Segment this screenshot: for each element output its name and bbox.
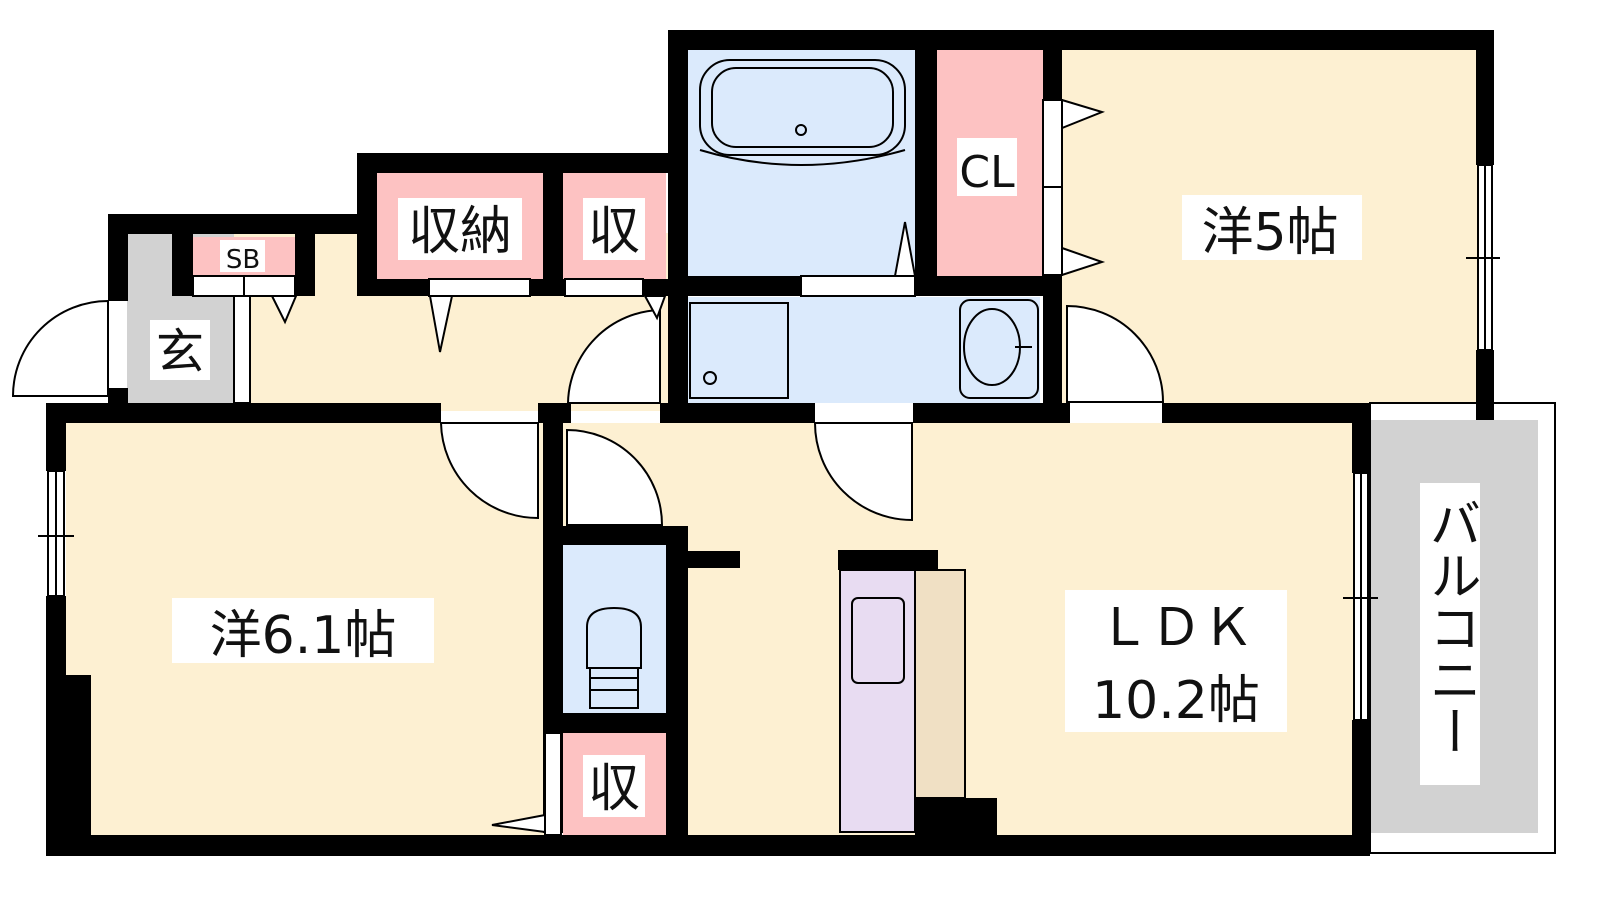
kitchen-shelf	[914, 569, 966, 799]
doors	[11, 299, 1165, 526]
walls	[46, 30, 1494, 856]
closet-doors	[192, 98, 1106, 836]
bathtub-icon	[699, 59, 906, 166]
washroom-floor	[688, 297, 1040, 403]
entrance-label: 玄	[156, 324, 204, 380]
shoe-box-label: SB	[226, 245, 260, 275]
closet-label: CL	[959, 147, 1015, 198]
balcony-label: バルコニー	[1420, 497, 1480, 757]
storage-large-label: 収納	[408, 202, 512, 262]
wash-basin-icon	[959, 299, 1039, 399]
room-western-5-label: 洋5帖	[1201, 203, 1338, 263]
windows	[38, 164, 1500, 721]
room-western-61-label: 洋6.1帖	[210, 606, 397, 666]
toilet-icon	[586, 606, 642, 709]
room-ldk-name-label: ＬＤＫ	[1098, 598, 1254, 658]
storage-small-top-label: 収	[588, 202, 640, 262]
sink-icon	[851, 597, 905, 684]
washing-machine-pan-icon	[689, 302, 789, 399]
balcony-rail	[1369, 402, 1556, 854]
toilet-floor	[563, 545, 666, 713]
room-ldk-size-label: 10.2帖	[1092, 671, 1260, 731]
storage-small-bottom-label: 収	[588, 759, 640, 819]
